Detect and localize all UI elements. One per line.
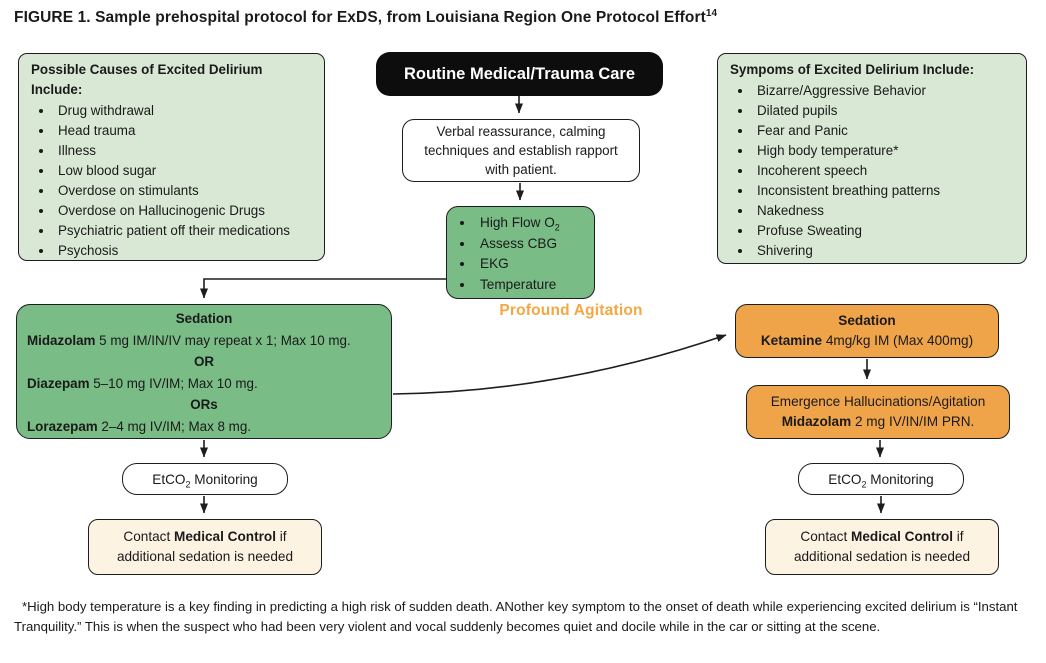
list-item: Bizarre/Aggressive Behavior	[753, 81, 1014, 101]
list-item: Overdose on Hallucinogenic Drugs	[54, 201, 312, 221]
symptoms-box: Sympoms of Excited Delirium Include: Biz…	[717, 53, 1027, 264]
contact-right-text: Contact Medical Control if additional se…	[793, 529, 971, 564]
assessment-box: High Flow O2Assess CBGEKGTemperature	[446, 206, 595, 299]
list-item: Illness	[54, 141, 312, 161]
footnote: *High body temperature is a key finding …	[14, 599, 1018, 634]
list-item: Temperature	[475, 275, 584, 296]
list-item: Incoherent speech	[753, 161, 1014, 181]
box-line: Diazepam 5–10 mg IV/IM; Max 10 mg.	[27, 375, 258, 391]
list-item: Psychosis	[54, 241, 312, 261]
verbal-reassurance-text: Verbal reassurance, calming techniques a…	[424, 124, 618, 177]
list-item: High body temperature*	[753, 141, 1014, 161]
etco2-left-text: EtCO2 Monitoring	[152, 471, 258, 490]
agitation-label: Profound Agitation	[476, 302, 666, 320]
list-item: EKG	[475, 254, 584, 275]
figure-title-superscript: 14	[705, 8, 718, 19]
box-line: Emergence Hallucinations/Agitation	[770, 394, 986, 409]
list-item: Head trauma	[54, 121, 312, 141]
arrow-assessment-to-benzo	[200, 278, 447, 299]
box-line: Midazolam 5 mg IM/IN/IV may repeat x 1; …	[27, 332, 351, 348]
list-item: Shivering	[753, 241, 1014, 261]
box-line: Ketamine 4mg/kg IM (Max 400mg)	[760, 333, 974, 348]
list-item: Low blood sugar	[54, 161, 312, 181]
box-line: ORs	[190, 397, 218, 412]
list-item: High Flow O2	[475, 213, 584, 234]
assessment-list: High Flow O2Assess CBGEKGTemperature	[455, 213, 584, 295]
arrow-benzo-to-ketamine	[392, 334, 727, 395]
list-item: Nakedness	[753, 201, 1014, 221]
figure-title: FIGURE 1. Sample prehospital protocol fo…	[14, 8, 1024, 27]
list-item: Drug withdrawal	[54, 101, 312, 121]
etco2-monitoring-right: EtCO2 Monitoring	[798, 463, 964, 495]
agitation-label-text: Profound Agitation	[499, 302, 643, 319]
list-item: Inconsistent breathing patterns	[753, 181, 1014, 201]
contact-medical-control-right: Contact Medical Control if additional se…	[765, 519, 999, 575]
box-line: Midazolam 2 mg IV/IN/IM PRN.	[781, 414, 975, 429]
causes-box: Possible Causes of Excited Delirium Incl…	[18, 53, 325, 261]
list-item: Profuse Sweating	[753, 221, 1014, 241]
symptoms-list: Bizarre/Aggressive BehaviorDilated pupil…	[730, 81, 1014, 261]
list-item: Dilated pupils	[753, 101, 1014, 121]
routine-care-box: Routine Medical/Trauma Care	[376, 52, 663, 96]
symptoms-heading: Sympoms of Excited Delirium Include:	[730, 62, 975, 77]
etco2-right-text: EtCO2 Monitoring	[828, 471, 934, 490]
figure-label: FIGURE 1.	[14, 9, 91, 27]
list-item: Fear and Panic	[753, 121, 1014, 141]
box-line: Sedation	[175, 311, 233, 326]
etco2-monitoring-left: EtCO2 Monitoring	[122, 463, 288, 495]
box-line: OR	[193, 354, 215, 369]
routine-care-label: Routine Medical/Trauma Care	[403, 64, 636, 83]
verbal-reassurance-box: Verbal reassurance, calming techniques a…	[402, 119, 640, 182]
contact-medical-control-left: Contact Medical Control if additional se…	[88, 519, 322, 575]
box-line: Sedation	[838, 313, 896, 328]
list-item: Assess CBG	[475, 234, 584, 255]
list-item: Psychiatric patient off their medication…	[54, 221, 312, 241]
causes-list: Drug withdrawalHead traumaIllnessLow blo…	[31, 101, 312, 261]
list-item: Overdose on stimulants	[54, 181, 312, 201]
contact-left-text: Contact Medical Control if additional se…	[116, 529, 294, 564]
figure-title-text: Sample prehospital protocol for ExDS, fr…	[90, 9, 706, 27]
causes-heading: Possible Causes of Excited Delirium Incl…	[31, 62, 263, 97]
box-line: Lorazepam 2–4 mg IV/IM; Max 8 mg.	[27, 418, 252, 434]
